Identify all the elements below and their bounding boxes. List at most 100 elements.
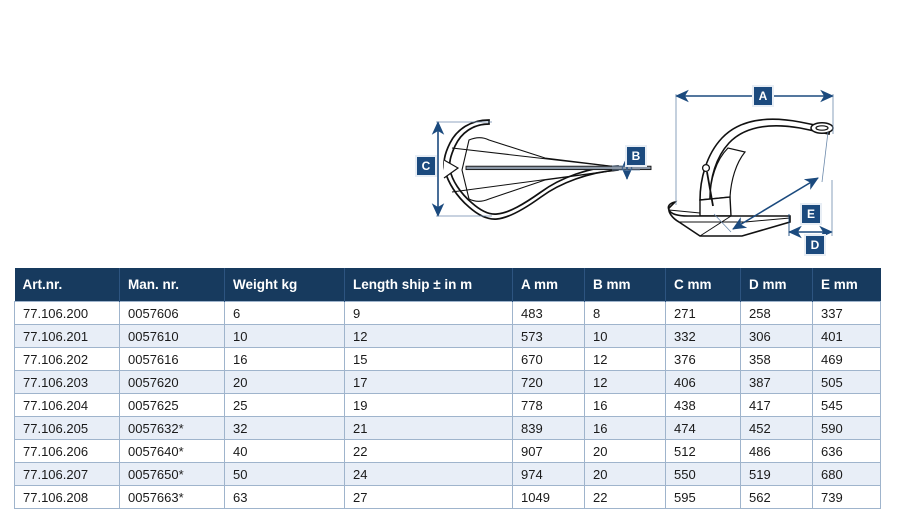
cell-a-mm: 1049 xyxy=(512,485,585,509)
cell-man-nr: 0057625 xyxy=(119,393,225,417)
cell-man-nr: 0057650* xyxy=(119,462,225,486)
dimension-label-d: D xyxy=(804,234,826,256)
column-header-length-ship: Length ship ± in m xyxy=(344,268,513,302)
anchor-top-view-art xyxy=(431,119,652,220)
cell-c-mm: 550 xyxy=(665,462,741,486)
cell-e-mm: 469 xyxy=(812,347,881,371)
cell-a-mm: 839 xyxy=(512,416,585,440)
cell-a-mm: 778 xyxy=(512,393,585,417)
cell-art-nr: 77.106.203 xyxy=(14,370,120,394)
cell-b-mm: 16 xyxy=(584,416,666,440)
cell-weight: 63 xyxy=(224,485,345,509)
cell-weight: 40 xyxy=(224,439,345,463)
cell-c-mm: 376 xyxy=(665,347,741,371)
specification-table: Art.nr. Man. nr. Weight kg Length ship ±… xyxy=(14,268,881,509)
cell-e-mm: 636 xyxy=(812,439,881,463)
cell-a-mm: 974 xyxy=(512,462,585,486)
column-header-c-mm: C mm xyxy=(665,268,741,302)
cell-weight: 16 xyxy=(224,347,345,371)
cell-art-nr: 77.106.206 xyxy=(14,439,120,463)
cell-art-nr: 77.106.205 xyxy=(14,416,120,440)
cell-man-nr: 0057632* xyxy=(119,416,225,440)
technical-drawings: C B A E D xyxy=(415,85,834,256)
cell-e-mm: 401 xyxy=(812,324,881,348)
specification-table-container: Art.nr. Man. nr. Weight kg Length ship ±… xyxy=(14,268,881,509)
cell-length-ship: 15 xyxy=(344,347,513,371)
cell-man-nr: 0057663* xyxy=(119,485,225,509)
cell-art-nr: 77.106.207 xyxy=(14,462,120,486)
dimension-label-c: C xyxy=(415,155,437,177)
column-header-d-mm: D mm xyxy=(740,268,813,302)
cell-d-mm: 258 xyxy=(740,301,813,325)
column-header-man-nr: Man. nr. xyxy=(119,268,225,302)
cell-weight: 6 xyxy=(224,301,345,325)
column-header-art-nr: Art.nr. xyxy=(14,268,120,302)
cell-c-mm: 271 xyxy=(665,301,741,325)
cell-e-mm: 505 xyxy=(812,370,881,394)
cell-d-mm: 306 xyxy=(740,324,813,348)
cell-d-mm: 452 xyxy=(740,416,813,440)
cell-c-mm: 406 xyxy=(665,370,741,394)
cell-man-nr: 0057610 xyxy=(119,324,225,348)
cell-d-mm: 519 xyxy=(740,462,813,486)
cell-weight: 32 xyxy=(224,416,345,440)
cell-man-nr: 0057606 xyxy=(119,301,225,325)
cell-d-mm: 562 xyxy=(740,485,813,509)
column-header-b-mm: B mm xyxy=(584,268,666,302)
cell-length-ship: 21 xyxy=(344,416,513,440)
cell-art-nr: 77.106.204 xyxy=(14,393,120,417)
cell-e-mm: 337 xyxy=(812,301,881,325)
cell-b-mm: 8 xyxy=(584,301,666,325)
cell-c-mm: 512 xyxy=(665,439,741,463)
cell-b-mm: 10 xyxy=(584,324,666,348)
dimension-label-b: B xyxy=(625,145,647,167)
cell-length-ship: 22 xyxy=(344,439,513,463)
cell-length-ship: 27 xyxy=(344,485,513,509)
cell-d-mm: 417 xyxy=(740,393,813,417)
cell-e-mm: 739 xyxy=(812,485,881,509)
drawings-canvas xyxy=(431,89,834,239)
cell-b-mm: 20 xyxy=(584,439,666,463)
cell-length-ship: 19 xyxy=(344,393,513,417)
cell-weight: 25 xyxy=(224,393,345,417)
cell-man-nr: 0057640* xyxy=(119,439,225,463)
cell-a-mm: 720 xyxy=(512,370,585,394)
cell-d-mm: 486 xyxy=(740,439,813,463)
cell-a-mm: 907 xyxy=(512,439,585,463)
cell-b-mm: 22 xyxy=(584,485,666,509)
cell-art-nr: 77.106.208 xyxy=(14,485,120,509)
cell-c-mm: 438 xyxy=(665,393,741,417)
cell-a-mm: 483 xyxy=(512,301,585,325)
cell-length-ship: 12 xyxy=(344,324,513,348)
cell-c-mm: 474 xyxy=(665,416,741,440)
cell-weight: 10 xyxy=(224,324,345,348)
column-header-e-mm: E mm xyxy=(812,268,881,302)
anchor-side-view-art xyxy=(667,89,834,239)
dimension-label-a: A xyxy=(752,85,774,107)
cell-weight: 50 xyxy=(224,462,345,486)
cell-b-mm: 16 xyxy=(584,393,666,417)
cell-b-mm: 12 xyxy=(584,347,666,371)
dimension-label-e: E xyxy=(800,203,822,225)
cell-a-mm: 573 xyxy=(512,324,585,348)
table-header-row: Art.nr. Man. nr. Weight kg Length ship ±… xyxy=(14,268,881,302)
cell-b-mm: 20 xyxy=(584,462,666,486)
column-header-weight: Weight kg xyxy=(224,268,345,302)
cell-man-nr: 0057616 xyxy=(119,347,225,371)
cell-art-nr: 77.106.200 xyxy=(14,301,120,325)
cell-d-mm: 387 xyxy=(740,370,813,394)
cell-art-nr: 77.106.201 xyxy=(14,324,120,348)
cell-length-ship: 24 xyxy=(344,462,513,486)
cell-d-mm: 358 xyxy=(740,347,813,371)
cell-length-ship: 9 xyxy=(344,301,513,325)
cell-e-mm: 680 xyxy=(812,462,881,486)
cell-man-nr: 0057620 xyxy=(119,370,225,394)
